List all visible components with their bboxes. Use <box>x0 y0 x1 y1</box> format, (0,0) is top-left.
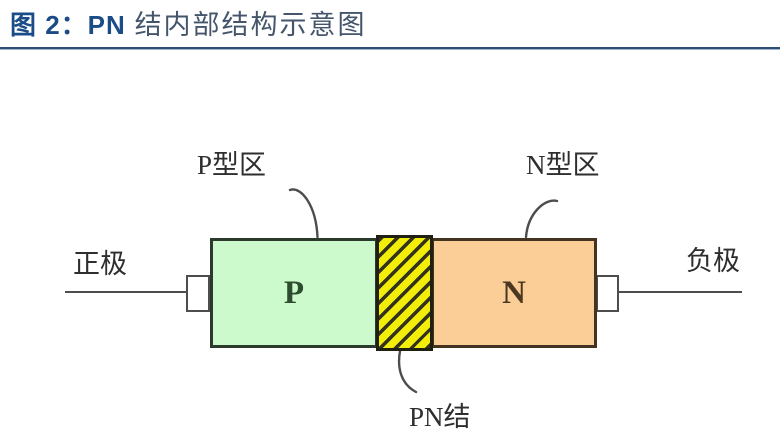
figure-caption-number: 图 2：PN <box>10 10 126 40</box>
right-terminal-contact <box>596 275 619 312</box>
negative-lead-wire <box>618 291 742 293</box>
negative-lead-label: 负极 <box>686 246 740 276</box>
positive-lead-wire <box>65 291 187 293</box>
pn-junction-leader-line <box>397 349 418 394</box>
p-region-label: P型区 <box>197 150 267 180</box>
p-region-leader-line <box>288 188 319 239</box>
p-region-letter: P <box>283 274 305 311</box>
positive-lead-label: 正极 <box>73 249 127 279</box>
figure-caption: 图 2：PN 结内部结构示意图 <box>10 8 367 47</box>
p-region-box: P <box>210 238 378 348</box>
pn-junction-hatched-box <box>376 235 433 351</box>
figure-caption-title: 结内部结构示意图 <box>125 10 367 40</box>
left-terminal-contact <box>186 275 210 312</box>
n-region-box: N <box>431 238 597 348</box>
n-region-leader-line <box>524 199 559 239</box>
caption-underline <box>0 47 780 50</box>
pn-junction-label: PN结 <box>409 402 471 432</box>
n-region-label: N型区 <box>526 150 600 180</box>
n-region-letter: N <box>502 274 526 311</box>
